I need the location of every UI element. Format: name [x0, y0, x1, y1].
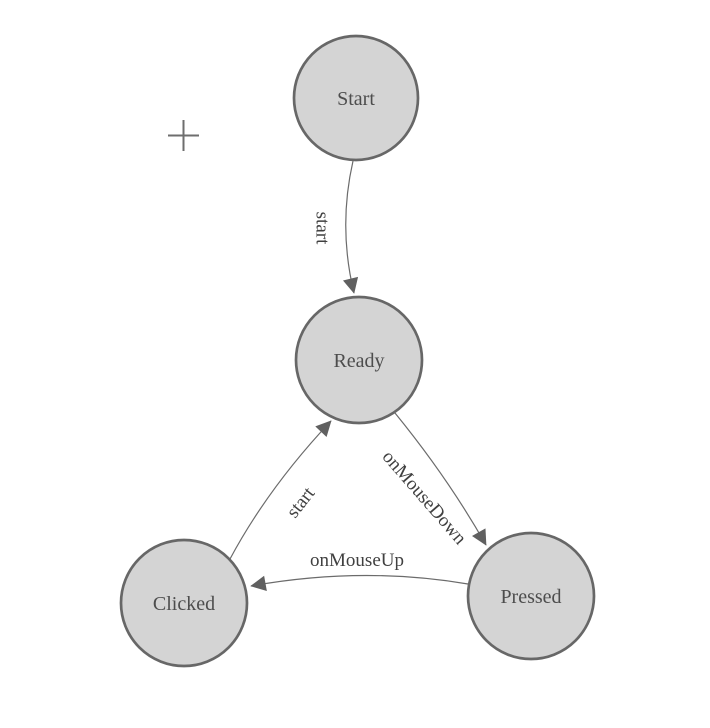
transition-pressed-to-clicked-path[interactable] — [250, 574, 469, 592]
state-node-ready[interactable]: Ready — [294, 295, 424, 425]
state-circle-clicked[interactable] — [119, 538, 249, 668]
state-node-clicked[interactable]: Clicked — [119, 538, 249, 668]
state-circle-ready[interactable] — [294, 295, 424, 425]
state-circle-pressed[interactable] — [466, 531, 596, 661]
state-label-clicked: Clicked — [153, 593, 215, 615]
transition-clicked-to-ready: start — [229, 420, 332, 560]
crosshair-plus-icon — [168, 120, 199, 151]
state-node-pressed[interactable]: Pressed — [466, 531, 596, 661]
transition-label-pressed-to-clicked: onMouseUp — [310, 550, 404, 571]
transition-start-to-ready: start — [311, 160, 359, 294]
transition-start-to-ready-path[interactable] — [343, 160, 359, 294]
transition-clicked-to-ready-path[interactable] — [229, 420, 332, 560]
state-label-pressed: Pressed — [500, 586, 561, 608]
state-label-start: Start — [337, 88, 375, 110]
transition-label-clicked-to-ready: start — [283, 483, 320, 522]
transition-ready-to-pressed: onMouseDown — [378, 412, 487, 549]
state-circle-start[interactable] — [292, 34, 420, 162]
transition-ready-to-pressed-path[interactable] — [394, 412, 487, 546]
state-node-start[interactable]: Start — [292, 34, 420, 162]
state-label-ready: Ready — [333, 350, 384, 372]
transition-label-start-to-ready: start — [311, 212, 332, 245]
transition-pressed-to-clicked: onMouseUp — [250, 550, 469, 592]
